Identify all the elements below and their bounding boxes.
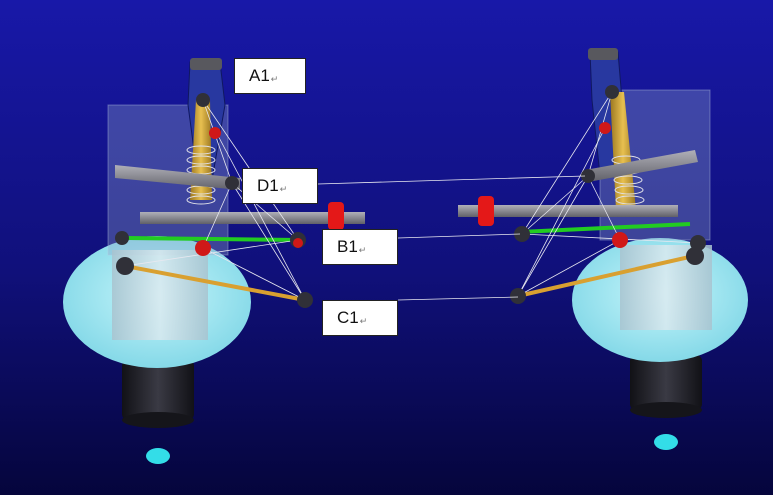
left-ground-marker (146, 448, 170, 464)
label-b1-text: B1 (337, 237, 358, 256)
label-d1: D1↵ (242, 168, 318, 204)
cross-wires (317, 175, 586, 301)
right-strut (610, 92, 636, 210)
right-wheel-assembly (458, 48, 748, 418)
label-c1: C1↵ (322, 300, 398, 336)
right-tire (630, 355, 702, 410)
label-d1-text: D1 (257, 176, 279, 195)
left-wheel-assembly (63, 58, 365, 428)
label-b1: B1↵ (322, 229, 398, 265)
right-joints (510, 85, 706, 304)
right-wireframe (517, 91, 699, 297)
left-upper-arm (115, 165, 240, 190)
left-tire-bottom (122, 412, 194, 428)
label-a1-return-mark: ↵ (270, 73, 279, 84)
label-d1-return-mark: ↵ (279, 183, 288, 194)
right-green-link (519, 222, 691, 234)
left-green-link (124, 236, 301, 242)
label-c1-return-mark: ↵ (359, 315, 368, 326)
left-upright-cap (190, 58, 222, 70)
label-c1-text: C1 (337, 308, 359, 327)
label-a1: A1↵ (234, 58, 306, 94)
left-red-bushing (328, 202, 344, 230)
left-orange-link (124, 264, 306, 302)
right-upright-cap (588, 48, 618, 60)
right-upper-arm (585, 150, 698, 182)
right-orange-link (517, 253, 699, 298)
label-b1-return-mark: ↵ (358, 244, 367, 255)
label-a1-text: A1 (249, 66, 270, 85)
right-red-bushing (478, 196, 494, 226)
right-tire-bottom (630, 402, 702, 418)
right-ground-marker (654, 434, 678, 450)
left-joints (115, 93, 313, 308)
left-tie-rod (140, 212, 365, 224)
left-tire (122, 360, 194, 420)
